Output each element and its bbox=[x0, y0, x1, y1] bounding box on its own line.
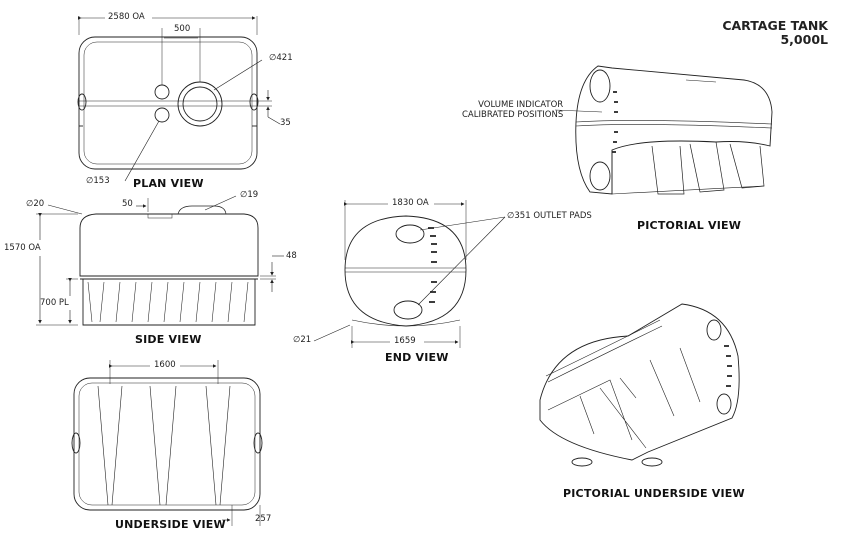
pictorial-view-label: PICTORIAL VIEW bbox=[637, 219, 742, 232]
dim-side-pl: 700 PL bbox=[40, 298, 69, 308]
dim-under-spacing: 1600 bbox=[154, 360, 176, 370]
pictorial-underside-view-label: PICTORIAL UNDERSIDE VIEW bbox=[563, 487, 745, 500]
dim-side-rib: 48 bbox=[286, 251, 297, 261]
plan-view-label: PLAN VIEW bbox=[133, 177, 204, 190]
underside-view-label: UNDERSIDE VIEW bbox=[115, 518, 226, 531]
underside-view-drawing bbox=[71, 360, 263, 526]
dim-plan-offset: 500 bbox=[174, 24, 191, 34]
plan-view-drawing bbox=[77, 16, 281, 182]
dim-end-width: 1830 OA bbox=[392, 198, 429, 208]
dim-side-diameter-left: ∅20 bbox=[26, 199, 45, 209]
dim-end-diameter: ∅21 bbox=[293, 335, 312, 345]
pictorial-view-drawing bbox=[554, 65, 773, 195]
dim-manhole-diameter: ∅421 bbox=[269, 53, 293, 63]
dim-end-base: 1659 bbox=[394, 336, 416, 346]
side-view-label: SIDE VIEW bbox=[135, 333, 202, 346]
dim-pad-offset: 35 bbox=[280, 118, 291, 128]
dim-side-diameter-right: ∅19 bbox=[240, 190, 259, 200]
volume-indicator-note: VOLUME INDICATOR CALIBRATED POSITIONS bbox=[462, 100, 563, 120]
title-line-2: 5,000L bbox=[780, 32, 828, 47]
dim-side-height: 1570 OA bbox=[4, 243, 41, 253]
side-view-drawing bbox=[36, 195, 284, 326]
end-view-label: END VIEW bbox=[385, 351, 449, 364]
dim-small-diameter: ∅153 bbox=[86, 176, 110, 186]
dim-end-outlet-pads: ∅351 OUTLET PADS bbox=[507, 211, 592, 221]
dim-side-top: 50 bbox=[122, 199, 133, 209]
volume-note-line-2: CALIBRATED POSITIONS bbox=[462, 110, 564, 120]
pictorial-underside-view-drawing bbox=[539, 303, 740, 467]
end-view-drawing bbox=[313, 200, 506, 348]
dim-under-offset: 257 bbox=[255, 514, 272, 524]
title-block: CARTAGE TANK 5,000L bbox=[722, 19, 828, 47]
title-line-1: CARTAGE TANK bbox=[722, 18, 828, 33]
dim-plan-length: 2580 OA bbox=[108, 12, 145, 22]
volume-note-line-1: VOLUME INDICATOR bbox=[478, 100, 564, 110]
